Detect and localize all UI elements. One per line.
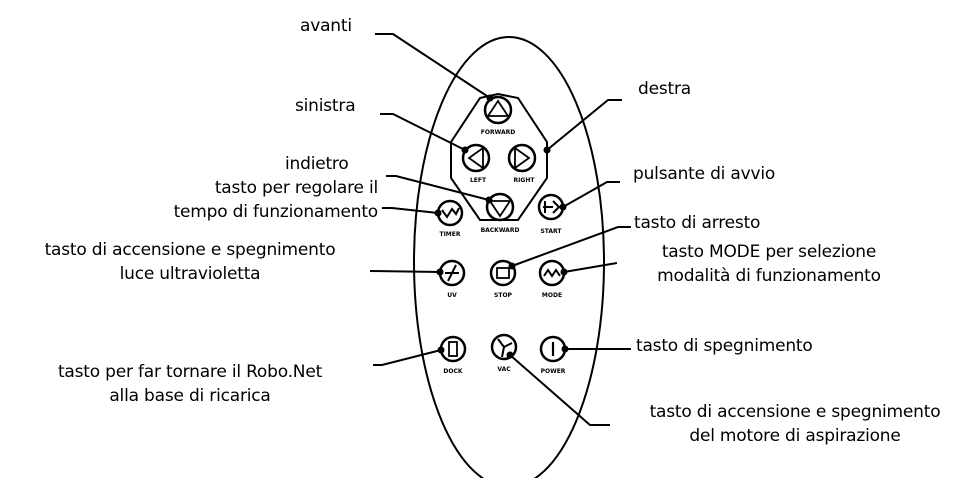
timer-label: TIMER xyxy=(439,231,460,238)
leader-right xyxy=(546,99,622,151)
stop-label: STOP xyxy=(494,292,513,299)
timer-icon xyxy=(441,207,460,219)
dpad-outline xyxy=(450,92,548,221)
left-button[interactable]: LEFT xyxy=(461,143,491,184)
callout-dock: tasto per far tornare il Robo.Net alla b… xyxy=(0,360,380,408)
triangle-right-icon xyxy=(514,146,531,170)
vac-label: VAC xyxy=(497,366,511,373)
start-icon xyxy=(543,200,561,214)
callout-back: indietro xyxy=(285,154,349,174)
callout-power: tasto di spegnimento xyxy=(636,336,813,356)
mode-button[interactable]: MODE xyxy=(538,259,566,299)
power-button[interactable]: POWER xyxy=(539,335,567,375)
fan-icon xyxy=(497,338,513,358)
uv-button[interactable]: UV xyxy=(438,259,466,299)
dock-label: DOCK xyxy=(443,368,462,375)
callout-vac-line1: tasto di accensione e spegnimento xyxy=(649,402,941,422)
leader-forward xyxy=(375,33,491,99)
uv-label: UV xyxy=(447,292,457,299)
mode-label: MODE xyxy=(542,292,562,299)
dock-button[interactable]: DOCK xyxy=(439,335,467,375)
dock-icon xyxy=(448,341,458,357)
callout-start: pulsante di avvio xyxy=(633,164,776,184)
right-label: RIGHT xyxy=(514,177,536,184)
callout-uv-line2: luce ultravioletta xyxy=(119,264,261,284)
leader-vac xyxy=(509,354,610,426)
callout-vac: tasto di accensione e spegnimento del mo… xyxy=(614,400,976,448)
callout-mode-line2: modalità di funzionamento xyxy=(657,266,881,286)
callout-forward: avanti xyxy=(300,16,352,36)
forward-label: FORWARD xyxy=(481,129,515,136)
callout-left: sinistra xyxy=(295,96,356,116)
callout-dock-line1: tasto per far tornare il Robo.Net xyxy=(57,362,323,382)
start-button[interactable]: START xyxy=(537,193,565,235)
leader-lines xyxy=(369,33,631,426)
callout-uv-line1: tasto di accensione e spegnimento xyxy=(44,240,336,260)
callout-uv: tasto di accensione e spegnimento luce u… xyxy=(0,238,380,286)
leader-back xyxy=(386,175,490,201)
stop-icon xyxy=(496,267,510,279)
uv-icon xyxy=(445,264,459,282)
leader-mode xyxy=(563,262,618,273)
remote-outline xyxy=(413,36,605,478)
start-label: START xyxy=(540,228,562,235)
mode-icon xyxy=(543,268,561,278)
right-button[interactable]: RIGHT xyxy=(507,143,537,184)
leader-start xyxy=(562,181,620,208)
leader-timer xyxy=(382,207,439,214)
callout-right: destra xyxy=(638,79,691,99)
triangle-left-icon xyxy=(467,146,484,170)
backward-label: BACKWARD xyxy=(481,227,520,234)
leader-uv xyxy=(369,270,441,273)
timer-button[interactable]: TIMER xyxy=(436,199,464,238)
callout-timer: tasto per regolare il tempo di funzionam… xyxy=(173,176,379,224)
leader-stop xyxy=(511,226,631,267)
callout-timer-line1: tasto per regolare il xyxy=(214,178,378,198)
leader-dock xyxy=(373,349,442,366)
triangle-up-icon xyxy=(486,99,510,117)
power-label: POWER xyxy=(541,368,566,375)
callout-mode: tasto MODE per selezione modalità di fun… xyxy=(614,240,924,288)
forward-button[interactable]: FORWARD xyxy=(481,95,515,136)
callout-timer-line2: tempo di funzionamento xyxy=(173,202,379,222)
backward-button[interactable]: BACKWARD xyxy=(481,192,520,234)
left-label: LEFT xyxy=(470,177,487,184)
callout-mode-line1: tasto MODE per selezione xyxy=(661,242,877,262)
triangle-down-icon xyxy=(488,200,512,218)
callout-stop: tasto di arresto xyxy=(634,213,761,233)
callout-dock-line2: alla base di ricarica xyxy=(109,386,271,406)
leader-dots xyxy=(434,94,569,359)
callout-vac-line2: del motore di aspirazione xyxy=(689,426,901,446)
leader-left xyxy=(380,113,466,151)
